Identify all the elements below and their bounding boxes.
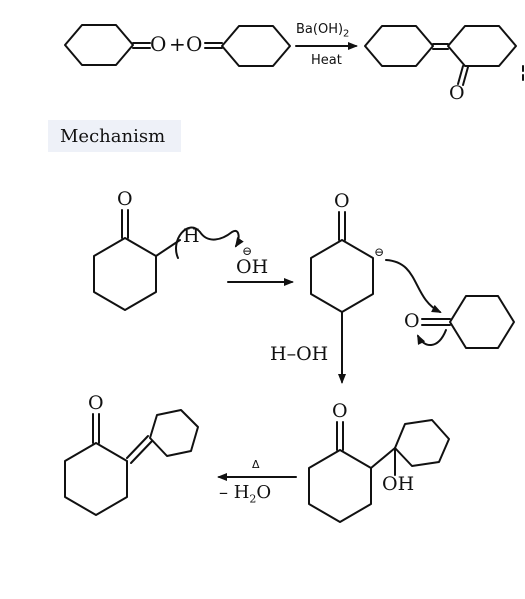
electron-shift-arrow (417, 329, 447, 346)
aldol-cyclohexyl-ring (394, 419, 450, 467)
reagent-subscript: 2 (343, 28, 350, 40)
aldol-oxygen: O (332, 400, 348, 422)
second-ketone-ring (449, 295, 515, 349)
cyclohexanone-ring-right (221, 25, 291, 67)
mechanism-heading: Mechanism (48, 120, 182, 152)
carbanion-charge: ⊖ (374, 245, 385, 259)
cyclohexanone-ring-left (64, 24, 134, 66)
heat-delta: Δ (252, 458, 260, 471)
product-ring-right (447, 25, 517, 67)
product-carbonyl-bond-line (462, 66, 469, 86)
final-exocyclic-double-bond (126, 435, 149, 459)
aldol-ring (308, 449, 372, 523)
ketone-oxygen: O (117, 188, 133, 210)
final-ring (64, 442, 128, 516)
water-loss-prefix: – H (219, 482, 250, 503)
ketone-ring (93, 237, 157, 311)
product-ring-left (364, 25, 434, 67)
product-oxygen: O (449, 82, 465, 104)
reagent-formula: Ba(OH) (296, 22, 344, 37)
water-loss-label: – H2O (219, 484, 271, 505)
second-ketone-oxygen: O (404, 310, 420, 332)
reactant-oxygen-right: O (186, 32, 203, 56)
alpha-hydrogen: H (183, 225, 200, 247)
water-reagent: H–OH (270, 343, 329, 365)
hydroxide-charge: ⊖ (242, 244, 253, 258)
nucleophilic-attack-arrow (385, 259, 442, 313)
hydroxide-label: OH (236, 256, 269, 278)
aldol-hydroxyl: OH (382, 473, 415, 495)
enolate-oxygen: O (334, 190, 350, 212)
aldol-cc-bond (370, 447, 396, 469)
reactant-oxygen-left: O (150, 32, 167, 56)
water-loss-suffix: O (256, 482, 272, 503)
final-cyclohexylidene-ring (149, 409, 199, 457)
hydrogen-abstraction-arrow (175, 226, 244, 259)
final-exocyclic-double-bond-line (130, 440, 153, 464)
product-carbonyl-bond (457, 65, 464, 85)
enolate-ring (310, 239, 374, 313)
condition-label: Heat (311, 53, 342, 68)
water-loss-subscript: 2 (249, 492, 257, 506)
plus-sign: + (169, 32, 186, 56)
final-oxygen: O (88, 392, 104, 414)
reagent-label: Ba(OH)2 (296, 23, 349, 40)
